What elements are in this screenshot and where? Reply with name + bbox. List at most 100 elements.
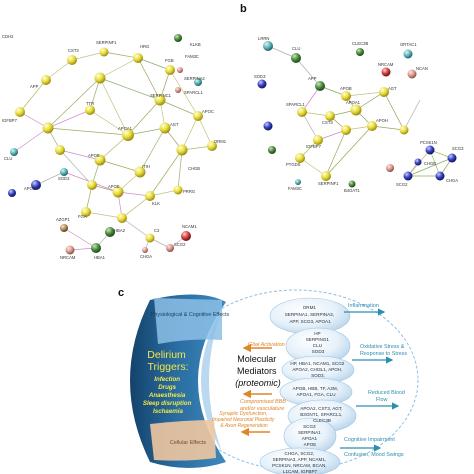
node-a-n11 [10,148,18,156]
node-a-serpina2 [177,67,183,73]
label-a-fgb: FGB [165,58,174,63]
node-a-n1 [41,75,51,85]
label-a-scg2: SCG2 [174,242,186,247]
label-b-cst3: CST3 [322,120,333,125]
node-b-lrrn [263,41,273,51]
synaptic-label: Synaptic Dysfunction, Impaired Neuronal … [212,411,276,429]
node-a-hba1 [91,243,101,253]
label-a-apod: APOD [24,186,36,191]
node-a-apoc [193,111,203,121]
node-b-clec3b [356,48,364,56]
node-a-klkb [194,78,202,86]
node-a-n5 [176,144,188,156]
node-a-itih [134,166,146,178]
label-a-chga: CHGA [140,254,152,259]
label-a-agt: AGT [170,122,179,127]
label-b-serpinf1: SERPINF1 [318,181,339,186]
node-a-klk [145,191,155,201]
label-a-serpinf1: SERPINF1 [96,40,117,45]
group-2: HP SERPING1 CLU SOD3 [306,331,331,354]
node-a-apoa1 [122,129,134,141]
node-a-nrcam [65,245,75,255]
node-b-clu [291,53,301,63]
glial-label: Glial Activation [248,342,285,348]
label-a-cst3: CST3 [68,48,79,53]
label-a-c3: C3 [154,228,160,233]
node-b-apoa1 [350,104,362,116]
node-a-blue2 [8,189,16,197]
node-a-fgb [165,65,175,75]
node-a-chga [142,247,148,253]
label-a-hrg: HRG [140,44,149,49]
node-a-cst3 [67,55,77,65]
node-b-b4gat1 [348,180,356,188]
node-b-serpinf1 [321,171,331,181]
node-b-green2 [268,146,276,154]
node-a-n9 [81,207,91,217]
label-a-hba1: HBA1 [94,255,106,260]
network-a-nodes [8,34,217,255]
cellular-label: Cellular Effects [170,440,206,446]
label-a-nrcam: NRCAM [60,255,76,260]
label-a-ttr: TTR [86,101,94,106]
node-a-n4 [42,122,54,134]
node-b-chgb [414,158,422,166]
label-a-sparcl1: SPARCL1 [184,90,203,95]
node-b-ptgds [295,153,305,163]
node-b-app [315,81,325,91]
node-b-sparcl1 [297,107,307,117]
label-a-itih: ITIH [142,164,150,169]
label-a-orm1: ORM1 [214,139,227,144]
label-b-scg2: SCG2 [396,182,408,187]
label-b-agt: AGT [388,86,397,91]
panel-b-letter: b [240,3,247,15]
protein-group-labels: ORM1 SERPINA1, SERPINA3, APP, SCG3, APOA… [272,305,345,474]
blood-flow-label: Reduced Blood Flow [368,390,406,403]
node-a-agt [159,122,171,134]
label-b-apoh: APOH [376,118,388,123]
node-b-sod-blue [263,121,273,131]
node-a-prrg [173,185,183,195]
node-a-serpinc1 [154,94,166,106]
label-b-nrcam: NRCAM [378,62,394,67]
node-a-sparcl1 [175,87,181,93]
label-a-sod3: SOD3 [58,176,70,181]
group-7: CHGA, SCG2, SERPINA3, APP, NCAM1, PCSK1N… [272,451,328,474]
label-b-pcsk1n: PCSK1N [420,140,437,145]
node-b-cst3 [325,111,335,121]
cognitive-label: Cognitive Impairment Confusion, Mood Swi… [344,437,404,458]
node-b-ncan [407,69,417,79]
node-b-apob [341,91,351,101]
node-a-n2 [94,72,106,84]
molecular-mediators: Molecular Mediators (proteomic) [235,354,281,388]
label-a-cdh2: CDH2 [2,34,14,39]
label-b-apoa1: APOA1 [346,100,361,105]
label-a-ncam1: NCAM1 [182,224,197,229]
network-a-labels: SERPINF1 HRG KLKB CST3 FGB SERPINC1 TTR … [2,34,227,260]
label-a-azgp1: AZGP1 [56,217,70,222]
node-a-fam3c [174,34,182,42]
node-a-apoe [112,186,124,198]
node-b-n1 [341,125,351,135]
label-a-app: APP [30,84,39,89]
label-b-ortac1: ORTAC1 [400,42,417,47]
group-4: APOB, HBB, TF, A2M, APOA1, FGA, CLU [293,386,340,397]
node-b-nrcam [381,67,391,77]
label-b-sparcl1: SPARCL1 [286,102,305,107]
node-a-c3 [145,233,155,243]
label-a-clu: CLU [4,156,12,161]
label-a-fam3c: FAM3C [185,54,199,59]
label-a-klkb: KLKB [190,42,201,47]
label-b-lrrn: LRRN [258,36,269,41]
label-b-igfbp7: IGFBP7 [306,144,322,149]
oxidative-label: Oxidative Stress & Response to Stress [360,344,407,357]
node-b-pcsk1n [425,145,435,155]
group-3: HP, HBA1, NCAM1, SCG2 APOA2, CHI3L1, APO… [290,361,345,378]
node-b-fam3c [295,179,301,185]
trigger-list: Infection Drugs Anaesthesia Sleep disrup… [143,376,193,415]
label-b-fam3c: FAM3C [288,186,302,191]
node-a-orm1 [207,141,217,151]
node-a-serpinf1 [99,47,109,57]
bbb-label: Compromised BBB and/or vasculature [240,399,287,412]
